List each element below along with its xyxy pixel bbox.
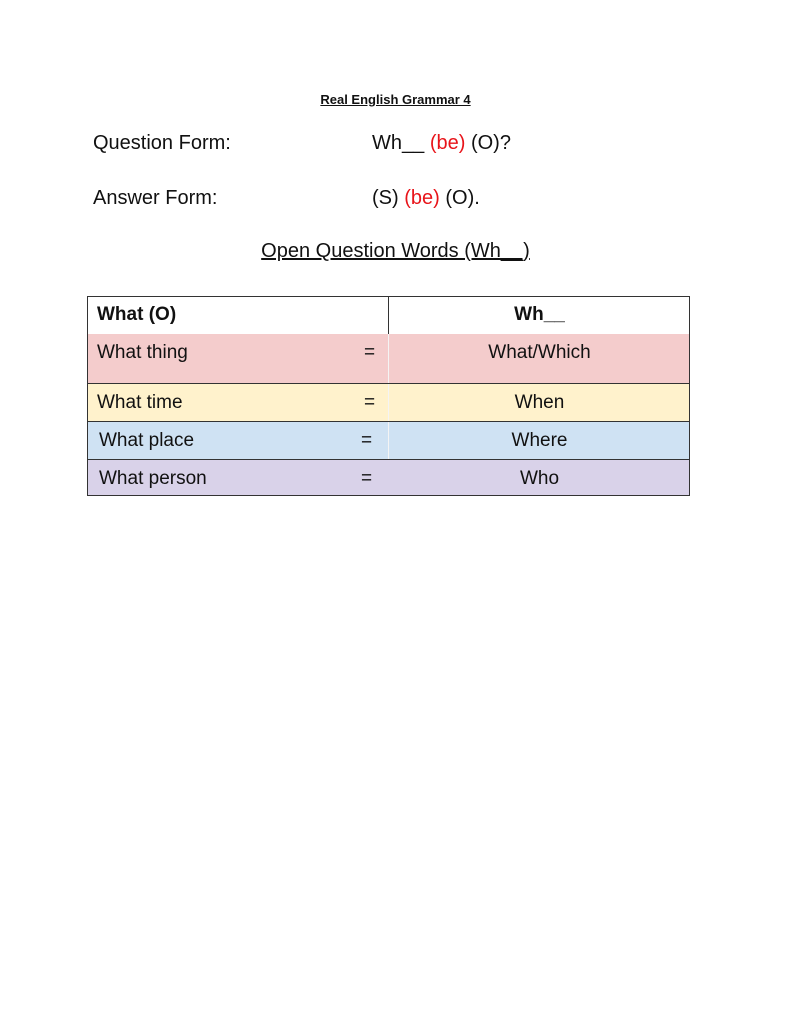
row-question-word: What/Which	[488, 342, 591, 363]
table-row: What time = When	[88, 384, 689, 422]
row-label: What place	[99, 430, 195, 451]
row-question-word: When	[514, 392, 565, 413]
row-question-word: Who	[519, 468, 560, 489]
header-wh: Wh__	[514, 304, 565, 325]
be-part: (be)	[429, 132, 466, 154]
row-left-cell: What thing =	[88, 334, 389, 383]
row-question-word: Where	[511, 430, 568, 451]
table-header-row: What (O) Wh__	[88, 297, 689, 335]
section-heading-text: Open Question Words (Wh__)	[261, 240, 530, 262]
object-part: (O).	[445, 187, 480, 209]
equals-sign: =	[361, 430, 373, 451]
be-part: (be)	[404, 187, 440, 209]
row-left-cell: What time =	[88, 384, 389, 421]
table-row: What thing = What/Which	[88, 334, 689, 384]
header-cell-left: What (O)	[88, 297, 389, 334]
question-form-label: Question Form:	[93, 132, 231, 154]
document-title: Real English Grammar 4	[0, 92, 791, 107]
equals-sign: =	[364, 392, 376, 413]
header-what-o: What (O)	[97, 304, 177, 325]
question-words-table: What (O) Wh__ What thing = What/Which Wha…	[87, 296, 690, 496]
row-left-cell: What person =	[88, 460, 389, 495]
header-cell-right: Wh__	[390, 297, 689, 334]
wh-part: Wh__	[372, 132, 425, 154]
equals-sign: =	[361, 468, 373, 489]
row-label: What time	[97, 392, 183, 413]
answer-form-pattern: (S) (be) (O).	[372, 187, 480, 210]
object-part: (O)?	[470, 132, 511, 154]
subject-part: (S)	[372, 187, 399, 209]
table-row: What place = Where	[88, 422, 689, 460]
row-label: What person	[99, 468, 207, 489]
question-form-pattern: Wh__ (be) (O)?	[372, 132, 511, 155]
equals-sign: =	[364, 342, 376, 363]
answer-form-label: Answer Form:	[93, 187, 218, 209]
title-text: Real English Grammar 4	[320, 92, 471, 107]
table-row: What person = Who	[88, 460, 689, 495]
row-label: What thing	[97, 342, 188, 363]
row-left-cell: What place =	[88, 422, 389, 459]
section-heading: Open Question Words (Wh__)	[0, 240, 791, 263]
